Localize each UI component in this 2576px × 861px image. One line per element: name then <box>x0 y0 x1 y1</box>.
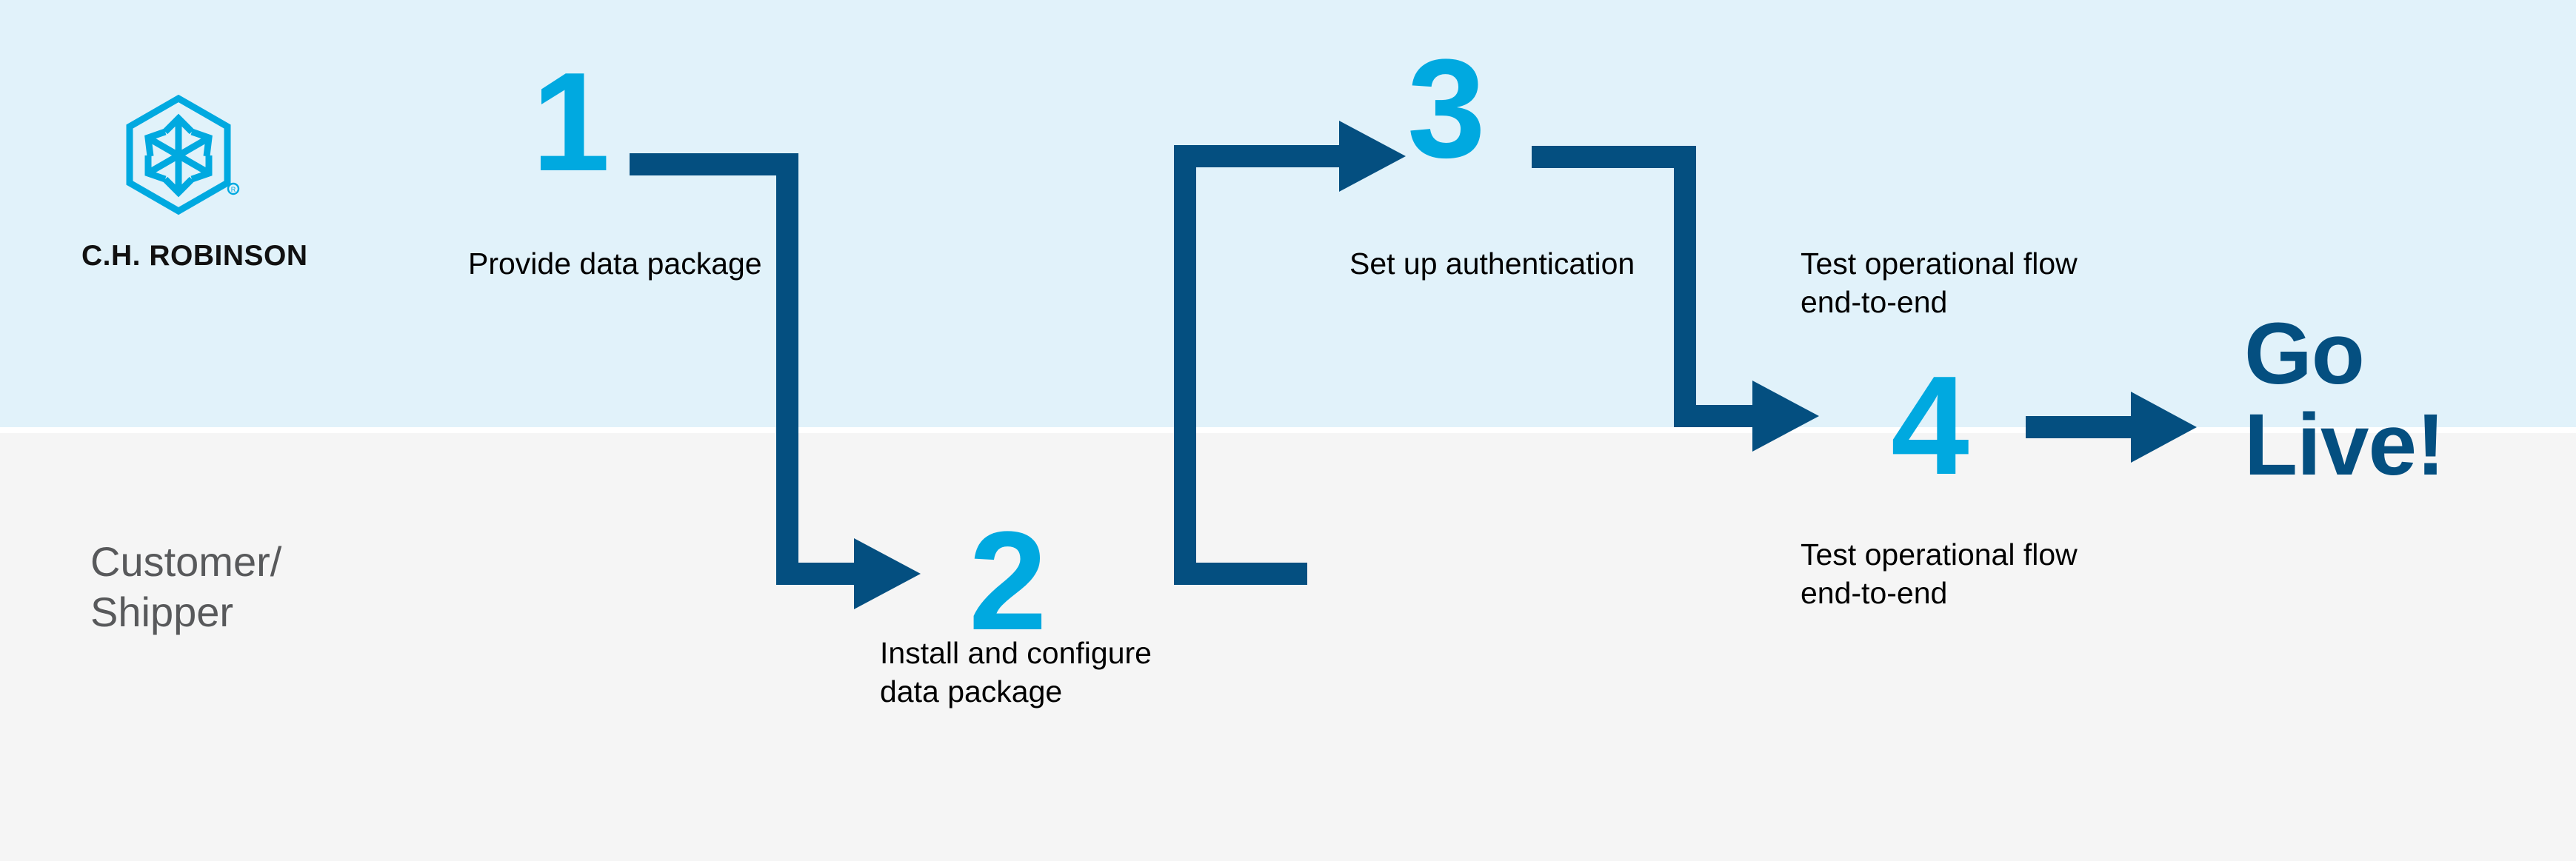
step-caption-top-test: Test operational flow end-to-end <box>1801 247 2078 320</box>
go-live-line-1: Go <box>2244 305 2365 403</box>
go-live-line-2: Live! <box>2244 395 2445 494</box>
brand-logo-block: R C.H. ROBINSON <box>81 95 308 272</box>
lane-label-line-2: Shipper <box>90 589 234 636</box>
arrowhead-icon <box>1339 121 1406 192</box>
step-caption-2: Install and configure data package <box>880 636 1152 709</box>
connector-step1-to-step2 <box>630 153 921 609</box>
step-number-3: 3 <box>1407 30 1486 187</box>
connector-step3-to-step4 <box>1532 146 1819 452</box>
step-number-1: 1 <box>532 44 610 201</box>
step-caption-4: Test operational flow end-to-end <box>1801 537 2078 611</box>
swimlane-top-band <box>0 0 2576 427</box>
connector-step4-to-go-live <box>2026 392 2197 463</box>
connector-step2-to-step3 <box>1174 121 1406 585</box>
step-number-2: 2 <box>969 503 1047 660</box>
go-live-label: Go Live! <box>2244 309 2555 490</box>
step-caption-1: Provide data package <box>468 247 762 281</box>
step-caption-3: Set up authentication <box>1349 247 1635 281</box>
registered-trademark-icon: R <box>227 182 240 195</box>
swimlane-label-customer-shipper: Customer/ Shipper <box>90 537 401 638</box>
svg-text:R: R <box>231 186 236 193</box>
arrowhead-icon <box>1752 381 1819 452</box>
arrowhead-icon <box>2131 392 2197 463</box>
brand-wordmark: C.H. ROBINSON <box>81 240 308 272</box>
arrowhead-icon <box>854 538 921 609</box>
step-number-4: 4 <box>1891 347 1969 504</box>
swimlane-bottom-band <box>0 433 2576 861</box>
hexagon-cube-arrows-icon: R <box>126 95 240 215</box>
lane-label-line-1: Customer/ <box>90 538 282 585</box>
